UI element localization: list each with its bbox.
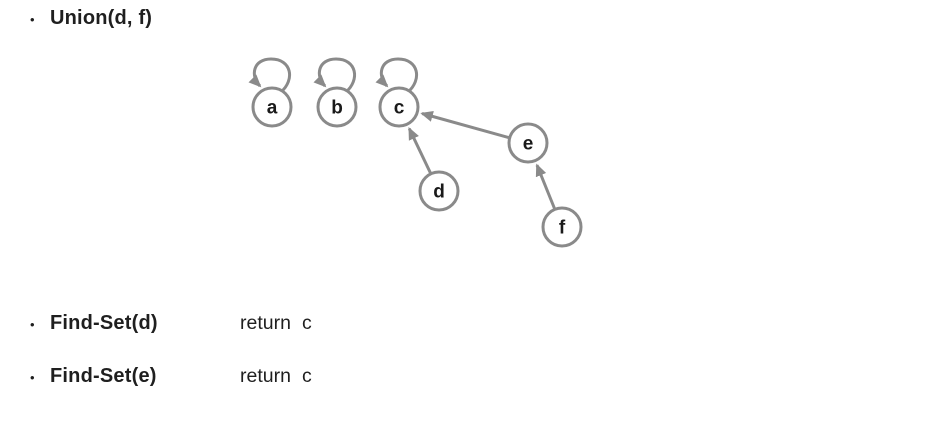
- node-f: f: [541, 206, 583, 248]
- node-d: d: [418, 170, 460, 212]
- node-label-e: e: [523, 134, 534, 155]
- node-label-f: f: [559, 218, 566, 239]
- node-circle-d: [418, 170, 460, 212]
- node-c: c: [375, 57, 420, 128]
- node-label-c: c: [394, 98, 405, 119]
- find-set-e-line: • Find-Set(e) return c: [30, 365, 312, 388]
- return-keyword: return: [240, 312, 291, 334]
- node-a: a: [248, 57, 293, 128]
- self-loop-b: [313, 57, 357, 94]
- self-loop-a: [248, 57, 292, 94]
- return-value: c: [301, 312, 312, 334]
- union-heading-line: • Union(d, f): [30, 7, 152, 30]
- return-keyword: return: [240, 365, 291, 387]
- node-b: b: [313, 57, 358, 128]
- node-circle-f: [541, 206, 583, 248]
- node-circle-a: [251, 86, 293, 128]
- node-circle-c: [378, 86, 420, 128]
- node-circle-e: [507, 122, 549, 164]
- find-set-e-call: Find-Set(e): [50, 365, 157, 387]
- node-label-a: a: [267, 98, 278, 119]
- self-loop-c: [375, 57, 419, 94]
- bullet-marker: •: [30, 370, 35, 385]
- edge-e-to-c: [420, 111, 510, 140]
- bullet-marker: •: [30, 12, 35, 27]
- edge-d-to-c: [407, 126, 432, 174]
- edge-f-to-e: [535, 163, 556, 210]
- node-circle-b: [316, 86, 358, 128]
- node-e: e: [507, 122, 549, 164]
- return-value: c: [301, 365, 312, 387]
- find-set-d-call: Find-Set(d): [50, 312, 158, 334]
- node-label-b: b: [331, 98, 343, 119]
- union-call-text: Union(d, f): [50, 7, 153, 29]
- node-label-d: d: [433, 182, 445, 203]
- find-set-d-line: • Find-Set(d) return c: [30, 312, 312, 335]
- bullet-marker: •: [30, 317, 35, 332]
